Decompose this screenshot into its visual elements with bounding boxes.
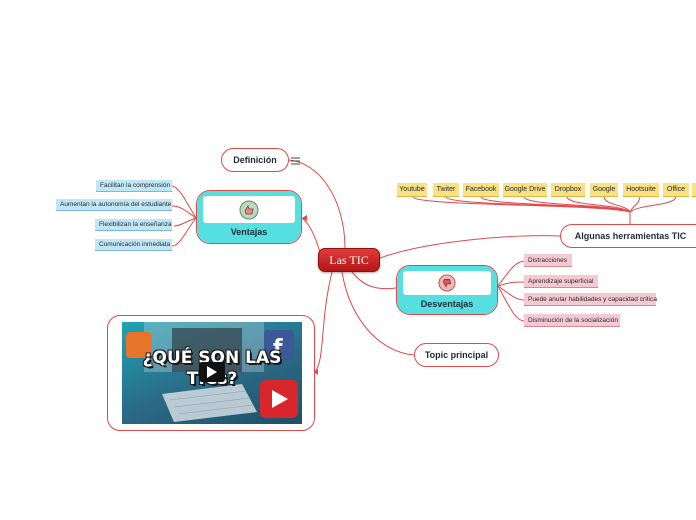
desventaja-item[interactable]: Puede anular habilidades y capacidad crí… <box>524 293 657 306</box>
herramientas-node[interactable]: Algunas herramientas TIC <box>560 224 696 248</box>
central-topic[interactable]: Las TIC <box>318 248 380 272</box>
ventaja-item[interactable]: Comunicación inmediata <box>95 239 172 251</box>
herramienta-item[interactable]: Dropbox <box>551 183 585 197</box>
ventajas-node[interactable]: Ventajas <box>196 190 302 244</box>
desventajas-label: Desventajas <box>420 299 474 309</box>
definicion-label: Definición <box>233 155 277 165</box>
ventaja-item[interactable]: Flexibilizan la enseñanza <box>95 219 172 231</box>
herramienta-item[interactable]: Office <box>663 183 689 197</box>
video-node[interactable]: f ¿QUÉ SON LAS TICs? <box>107 315 315 431</box>
definicion-node[interactable]: Definición <box>221 148 289 172</box>
play-icon <box>207 366 217 378</box>
herramientas-label: Algunas herramientas TIC <box>574 231 687 241</box>
ventaja-item[interactable]: Facilitan la comprensión <box>96 180 172 192</box>
notes-lines-icon[interactable] <box>291 157 300 165</box>
herramienta-item[interactable]: Youtube <box>397 183 427 197</box>
blogger-icon <box>126 332 152 358</box>
ventajas-image <box>203 196 295 223</box>
ventajas-label: Ventajas <box>230 227 268 237</box>
herramienta-item[interactable]: Google <box>590 183 618 197</box>
herramienta-item[interactable]: Twiter <box>433 183 459 197</box>
ventaja-item[interactable]: Aumentan la autonomía del estudiante <box>56 199 172 211</box>
facebook-icon <box>264 330 294 360</box>
svg-text:f: f <box>273 336 283 361</box>
topic-principal-node[interactable]: Topic principal <box>414 343 499 367</box>
desventajas-image <box>403 271 491 295</box>
desventaja-item[interactable]: Aprendizaje superficial <box>524 275 598 288</box>
topic-principal-label: Topic principal <box>424 350 489 360</box>
desventaja-item[interactable]: Disminución de la socialización <box>524 314 620 327</box>
play-button[interactable] <box>199 362 225 382</box>
desventaja-item[interactable]: Distracciones <box>524 254 572 267</box>
video-title-line1: ¿QUÉ SON LAS <box>142 348 282 368</box>
herramienta-item-cutoff[interactable] <box>692 183 696 197</box>
video-thumbnail[interactable]: f ¿QUÉ SON LAS TICs? <box>122 322 302 424</box>
like-hand-icon <box>239 200 259 219</box>
desventajas-node[interactable]: Desventajas <box>396 265 498 315</box>
herramienta-item[interactable]: Google Drive <box>503 183 547 197</box>
herramienta-item[interactable]: Hootsuite <box>623 183 659 197</box>
central-topic-label: Las TIC <box>329 252 369 267</box>
dislike-hand-icon <box>438 274 456 292</box>
herramienta-item[interactable]: Facebook <box>463 183 499 197</box>
